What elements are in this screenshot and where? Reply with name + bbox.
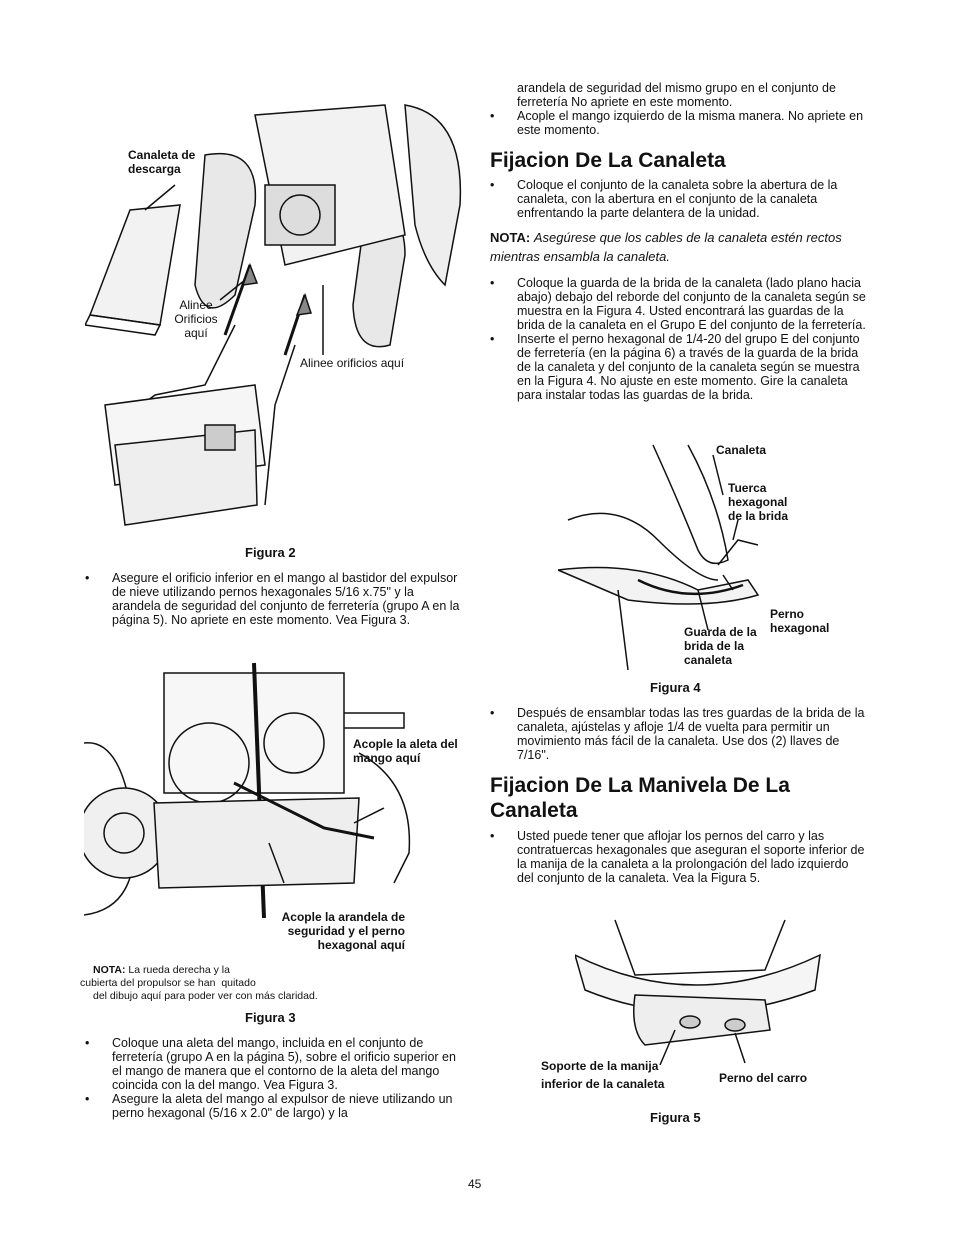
note-block: NOTA: Asegúrese que los cables de la can… xyxy=(490,228,880,266)
list-item: Asegure la aleta del mango al expulsor d… xyxy=(85,1092,463,1120)
figure-3-illustration xyxy=(84,662,411,918)
fig3-caption: Figura 3 xyxy=(245,1010,296,1025)
left-bullet-list-2: Coloque una aleta del mango, incluida en… xyxy=(85,1036,463,1120)
fig3-note-label: NOTA: xyxy=(93,964,126,976)
list-item: Asegure el orificio inferior en el mango… xyxy=(85,571,460,627)
fig4-label-guard: Guarda de la brida de la canaleta xyxy=(684,625,757,667)
fig4-caption: Figura 4 xyxy=(650,680,701,695)
fig4-label-bolt: Perno hexagonal xyxy=(770,607,830,635)
right-bullet-list-chute: Coloque el conjunto de la canaleta sobre… xyxy=(490,178,875,220)
fig5-label-carriage: Perno del carro xyxy=(719,1071,808,1085)
figure-5-illustration xyxy=(575,919,821,1066)
note-text: Asegúrese que los cables de la canaleta … xyxy=(490,230,842,264)
fig4-label-chute: Canaleta xyxy=(716,443,767,457)
list-item-continued: arandela de seguridad del mismo grupo en… xyxy=(517,81,836,109)
list-item: Coloque una aleta del mango, incluida en… xyxy=(85,1036,463,1092)
fig3-note-text-2: cubierta del propulsor se han xyxy=(80,977,216,989)
list-item: Inserte el perno hexagonal de 1/4-20 del… xyxy=(490,332,868,402)
fig3-note-text-3: quitado xyxy=(221,977,256,989)
fig2-label-align-1: Alinee Orificios aquí xyxy=(174,298,218,340)
fig4-label-nut: Tuerca hexagonal de la brida xyxy=(728,481,789,523)
fig3-note-text-1: La rueda derecha y la xyxy=(128,964,230,976)
heading-chute: Fijacion De La Canaleta xyxy=(490,149,726,172)
heading-crank: Fijacion De La Manivela De La Canaleta xyxy=(490,774,790,822)
fig5-caption: Figura 5 xyxy=(650,1110,701,1125)
fig5-label-support: Soporte de la manija inferior de la cana… xyxy=(541,1059,665,1091)
fig2-label-discharge: Canaleta de descarga xyxy=(128,148,196,176)
right-bullet-list-top: arandela de seguridad del mismo grupo en… xyxy=(490,81,875,137)
fig2-caption: Figura 2 xyxy=(245,545,296,560)
list-item: Después de ensamblar todas las tres guar… xyxy=(490,706,872,762)
figure-2-illustration xyxy=(85,104,462,526)
page-number: 45 xyxy=(468,1177,482,1191)
list-item: Coloque la guarda de la brida de la cana… xyxy=(490,276,868,332)
note-label: NOTA: xyxy=(490,230,531,245)
figure-4-illustration xyxy=(558,444,760,670)
right-bullet-list-crank: Usted puede tener que aflojar los pernos… xyxy=(490,829,865,885)
fig3-label-fin: Acople la aleta del mango aquí xyxy=(353,737,458,765)
left-bullet-list-1: Asegure el orificio inferior en el mango… xyxy=(85,571,460,627)
fig3-note: NOTA: La rueda derecha y la xyxy=(93,964,230,977)
fig3-label-washer: Acople la arandela de seguridad y el per… xyxy=(281,910,405,952)
list-item: Acople el mango izquierdo de la misma ma… xyxy=(490,109,875,137)
fig2-label-align-2: Alinee orificios aquí xyxy=(300,356,405,370)
list-item: Usted puede tener que aflojar los pernos… xyxy=(490,829,865,885)
right-bullet-list-after: Después de ensamblar todas las tres guar… xyxy=(490,706,872,762)
fig3-note-line-2: cubierta del propulsor se han quitado xyxy=(80,977,256,990)
list-item: Coloque el conjunto de la canaleta sobre… xyxy=(490,178,875,220)
fig3-note-text-4: del dibujo aquí para poder ver con más c… xyxy=(93,990,318,1002)
right-bullet-list-guard: Coloque la guarda de la brida de la cana… xyxy=(490,276,868,402)
